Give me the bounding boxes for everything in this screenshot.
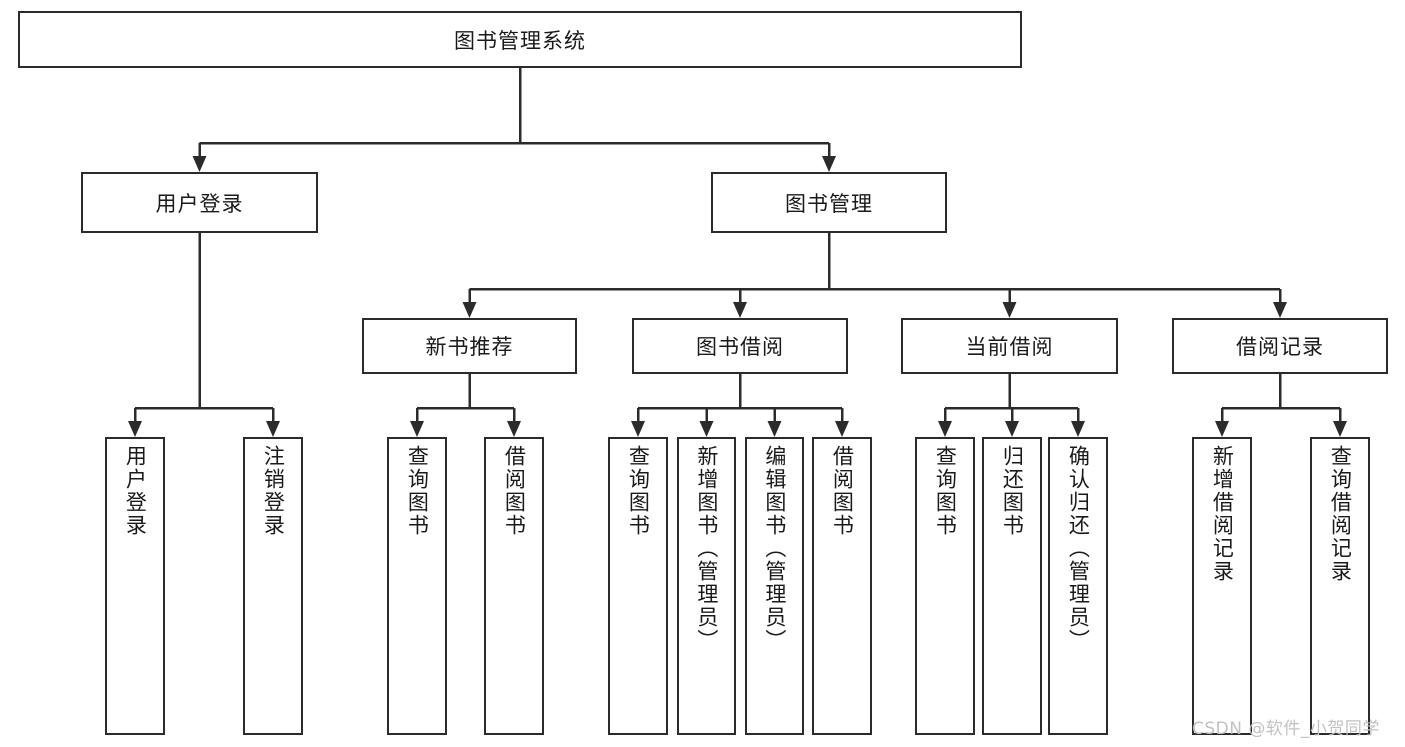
node-label: 确认归还（管理员）	[1066, 445, 1091, 652]
node-l2a[interactable]: 用户登录	[81, 172, 318, 233]
node-label: 编辑图书（管理员）	[762, 445, 787, 652]
node-label: 图书借阅	[696, 335, 784, 359]
node-label: 图书管理	[785, 191, 873, 216]
node-n11[interactable]: 确认归还（管理员）	[1048, 437, 1108, 735]
node-l2b[interactable]: 图书管理	[711, 172, 947, 233]
node-n8[interactable]: 借阅图书	[812, 437, 872, 735]
node-label: 注销登录	[261, 445, 286, 537]
node-label: 借阅图书	[502, 445, 527, 537]
node-root[interactable]: 图书管理系统	[18, 11, 1022, 68]
node-label: 新书推荐	[425, 335, 514, 359]
node-l3a[interactable]: 新书推荐	[362, 318, 577, 374]
node-n10[interactable]: 归还图书	[982, 437, 1042, 735]
node-label: 当前借阅	[965, 335, 1054, 359]
node-l3d[interactable]: 借阅记录	[1172, 318, 1388, 374]
node-label: 新增图书（管理员）	[694, 445, 719, 652]
node-label: 查询图书	[933, 445, 958, 537]
node-n1[interactable]: 用户登录	[105, 437, 165, 735]
node-l3c[interactable]: 当前借阅	[901, 318, 1118, 374]
node-n13[interactable]: 查询借阅记录	[1310, 437, 1370, 735]
node-n12[interactable]: 新增借阅记录	[1192, 437, 1252, 735]
node-label: 用户登录	[123, 445, 148, 537]
node-label: 查询图书	[626, 445, 651, 537]
node-n7[interactable]: 编辑图书（管理员）	[745, 437, 804, 735]
node-label: 图书管理系统	[454, 28, 586, 53]
node-label: 借阅图书	[830, 445, 855, 537]
node-label: 归还图书	[1000, 445, 1025, 537]
node-n5[interactable]: 查询图书	[608, 437, 668, 735]
csdn-watermark: CSDN @软件_小贺同学	[1192, 719, 1380, 739]
node-label: 查询图书	[405, 445, 430, 537]
node-n9[interactable]: 查询图书	[915, 437, 975, 735]
node-n4[interactable]: 借阅图书	[484, 437, 544, 735]
node-label: 借阅记录	[1236, 335, 1324, 359]
node-n6[interactable]: 新增图书（管理员）	[677, 437, 736, 735]
node-l3b[interactable]: 图书借阅	[632, 318, 848, 374]
node-label: 用户登录	[155, 191, 244, 216]
node-label: 查询借阅记录	[1328, 445, 1353, 583]
node-n3[interactable]: 查询图书	[387, 437, 447, 735]
node-label: 新增借阅记录	[1210, 445, 1235, 583]
node-n2[interactable]: 注销登录	[243, 437, 303, 735]
